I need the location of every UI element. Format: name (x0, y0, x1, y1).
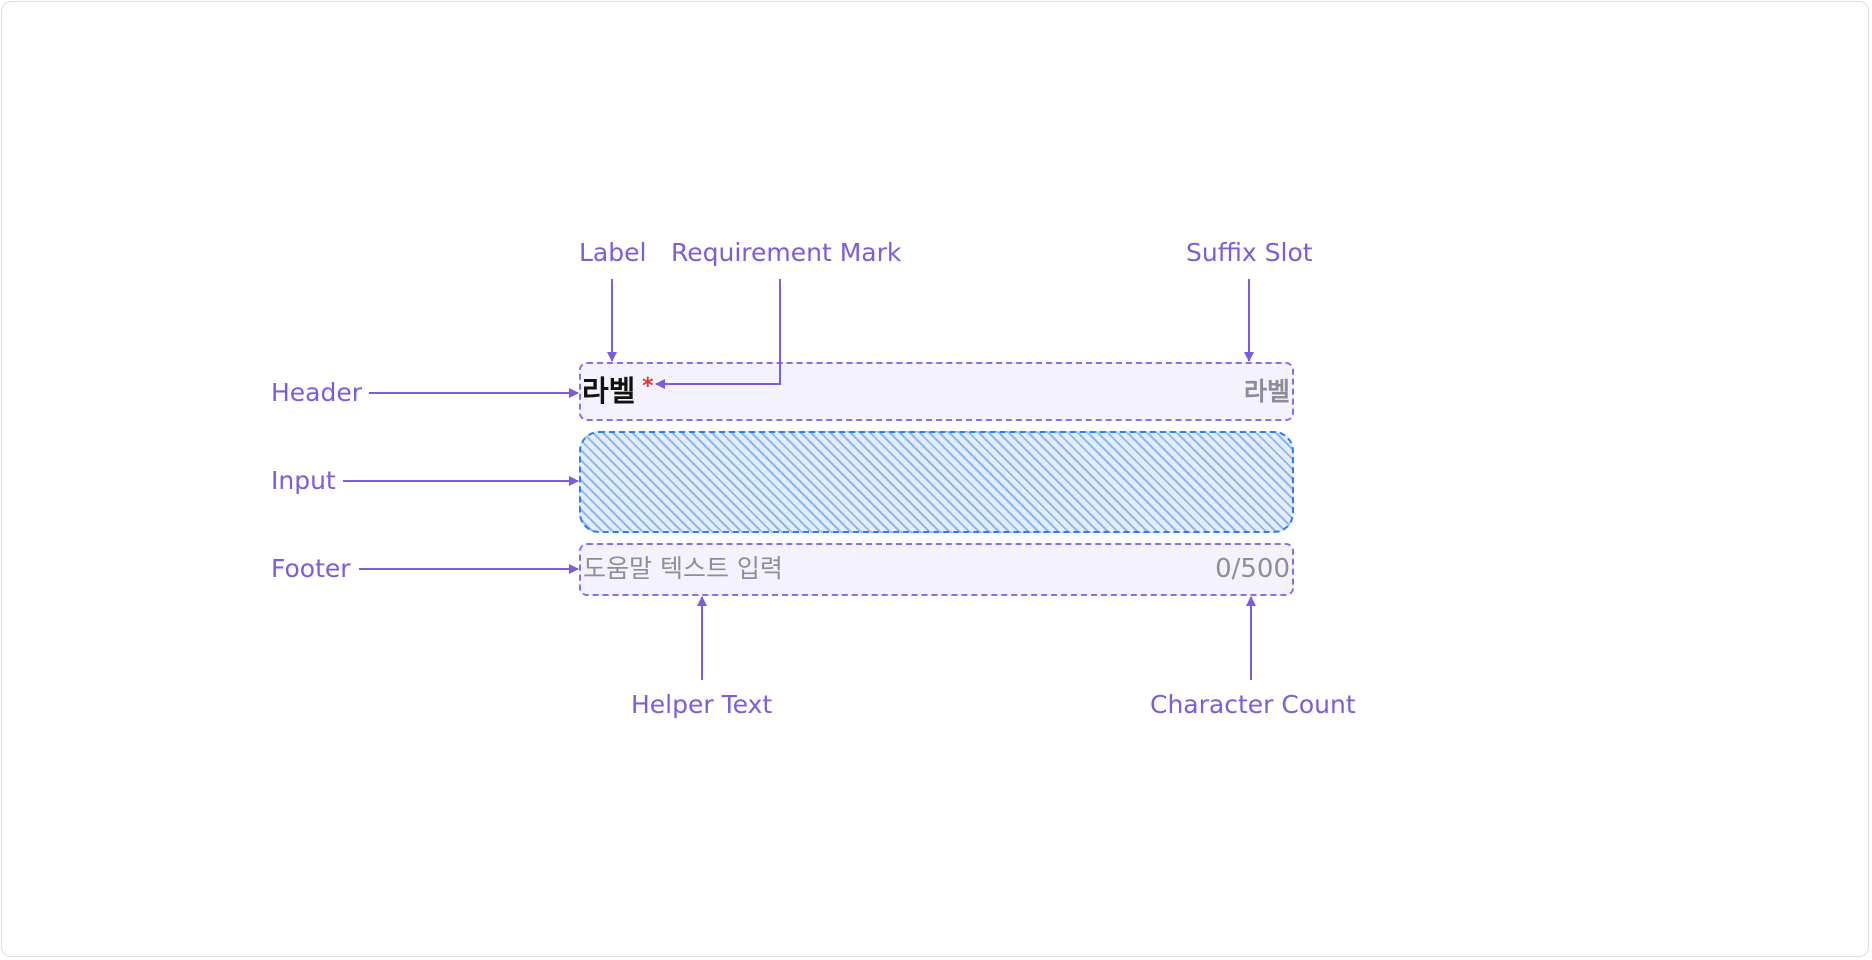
arrow-requirement-mark (655, 279, 781, 389)
callout-suffix-slot: Suffix Slot (1186, 238, 1313, 267)
footer-region (579, 543, 1294, 596)
field-label: 라벨 (582, 374, 636, 408)
callout-label: Label (579, 238, 647, 267)
requirement-mark: * (642, 374, 654, 399)
callout-header: Header (271, 378, 363, 407)
callout-requirement-mark: Requirement Mark (671, 238, 902, 267)
callout-footer: Footer (271, 554, 351, 583)
callout-helper-text: Helper Text (631, 690, 773, 719)
suffix-slot: 라벨 (1243, 377, 1290, 406)
character-count: 0/500 (1215, 554, 1290, 584)
callout-input: Input (271, 466, 336, 495)
callout-character-count: Character Count (1150, 690, 1356, 719)
input-field-area[interactable] (579, 431, 1294, 533)
header-region (579, 362, 1294, 421)
helper-text: 도움말 텍스트 입력 (583, 554, 783, 583)
